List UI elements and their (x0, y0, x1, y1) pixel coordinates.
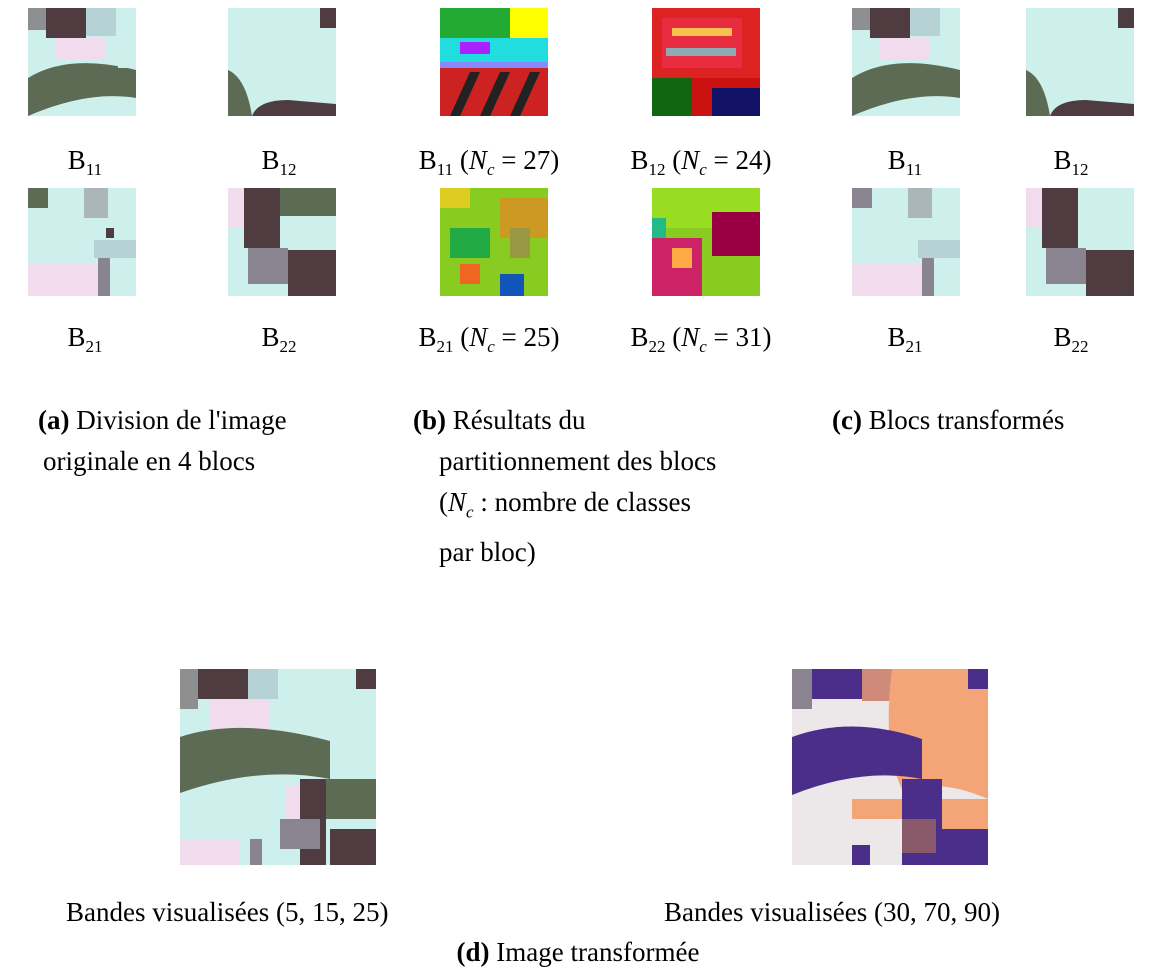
label-c-b21: B21 (887, 322, 923, 356)
tile-c-b22 (1026, 188, 1134, 296)
caption-c: (c) Blocs transformés (832, 405, 1065, 435)
label-b-b12: B12 (Nc = 24) (630, 145, 772, 179)
image-d-bands-30-70-90 (792, 669, 988, 865)
caption-b: (b) Résultats du partitionnement des blo… (413, 405, 717, 568)
label-a-b11: B11 (67, 145, 103, 179)
image-d-bands-5-15-25 (180, 669, 376, 865)
label-b-b22: B22 (Nc = 31) (630, 322, 772, 356)
label-b-b11: B11 (Nc = 27) (418, 145, 560, 179)
caption-a-tag: (a) (38, 405, 70, 435)
label-a-b22: B22 (261, 322, 297, 356)
label-a-b21: B21 (67, 322, 103, 356)
tile-a-b21 (28, 188, 136, 296)
caption-d-tag: (d) (456, 937, 490, 967)
label-c-b22: B22 (1053, 322, 1089, 356)
band-label-right: Bandes visualisées (30, 70, 90) (664, 897, 1000, 927)
tile-c-b12 (1026, 8, 1134, 116)
label-c-b12: B12 (1053, 145, 1089, 179)
band-label-left: Bandes visualisées (5, 15, 25) (66, 897, 389, 927)
tile-b-b12 (652, 8, 760, 116)
tile-a-b11 (28, 8, 136, 116)
caption-b-tag: (b) (413, 405, 446, 435)
tile-b-b22 (652, 188, 760, 296)
caption-a: (a) Division de l'image originale en 4 b… (38, 405, 287, 476)
tile-a-b22 (228, 188, 336, 296)
tile-b-b21 (440, 188, 548, 296)
label-c-b11: B11 (887, 145, 923, 179)
tile-c-b21 (852, 188, 960, 296)
tile-a-b12 (228, 8, 336, 116)
tile-c-b11 (852, 8, 960, 116)
caption-c-tag: (c) (832, 405, 862, 435)
tile-b-b11 (440, 8, 548, 116)
label-a-b12: B12 (261, 145, 297, 179)
label-b-b21: B21 (Nc = 25) (418, 322, 560, 356)
caption-d: (d) Image transformée (456, 937, 700, 967)
